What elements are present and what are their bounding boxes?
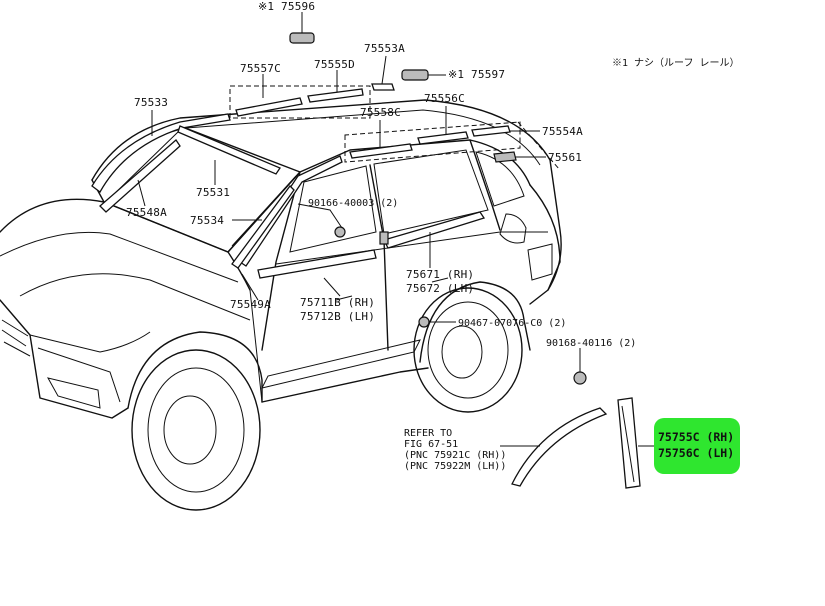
label-90168: 90168-40116 (2) [546,338,636,349]
label-75531: 75531 [196,186,230,199]
part-75555D [307,88,364,103]
label-75548A: 75548A [126,206,167,219]
label-75555D: 75555D [314,58,355,71]
label-75596: ※1 75596 [258,0,315,13]
group-outlines [229,85,561,171]
part-refer-moulding [511,407,608,487]
part-75553A [371,83,395,91]
part-75556C [417,131,469,145]
label-75534: 75534 [190,214,224,227]
clip-90166 [334,226,346,238]
clip-90168 [573,371,587,385]
label-75556C: 75556C [424,92,465,105]
label-75756C: 75756C (LH) [658,446,734,460]
refer-line-4: (PNC 75922M (LH)) [404,461,506,472]
label-75597: ※1 75597 [448,68,505,81]
part-75671 [383,211,486,249]
part-75711B [257,249,377,279]
molding-parts [91,32,641,489]
part-75531 [177,125,281,175]
label-75561: 75561 [548,151,582,164]
label-75554A: 75554A [542,125,583,138]
part-75548A [99,139,181,213]
label-75712B: 75712B (LH) [300,310,375,323]
note-text: ※1 ナシ（ルーフ レール） [612,57,739,69]
refer-line-2: FIG 67-51 [404,439,458,450]
part-75561 [493,151,517,163]
label-75533: 75533 [134,96,168,109]
label-75553A: 75553A [364,42,405,55]
label-75711B: 75711B (RH) [300,296,375,309]
label-90467: 90467-07076-C0 (2) [458,318,566,329]
leader-lines [137,12,654,447]
part-labels: ※1 75596 75553A 75557C 75555D ※1 75597 ※… [126,0,739,472]
label-75549A: 75549A [230,298,271,311]
label-90166: 90166-40003 (2) [308,198,398,209]
clip-90467 [418,316,430,328]
part-75596 [289,32,315,44]
label-75557C: 75557C [240,62,281,75]
part-75534 [239,155,343,267]
highlight-box [654,418,740,474]
label-75672: 75672 (LH) [406,282,474,295]
refer-line-1: REFER TO [404,428,452,439]
part-75755C [617,397,641,489]
part-75554A [471,125,511,137]
vehicle-outline [0,99,562,511]
part-75558C [349,143,413,159]
label-75558C: 75558C [360,106,401,119]
refer-line-3: (PNC 75921C (RH)) [404,450,506,461]
part-75533 [91,113,231,193]
label-75755C: 75755C (RH) [658,430,734,444]
part-75597 [401,69,429,81]
label-75671: 75671 (RH) [406,268,474,281]
part-75557C [235,97,303,117]
part-75549A [231,185,295,269]
